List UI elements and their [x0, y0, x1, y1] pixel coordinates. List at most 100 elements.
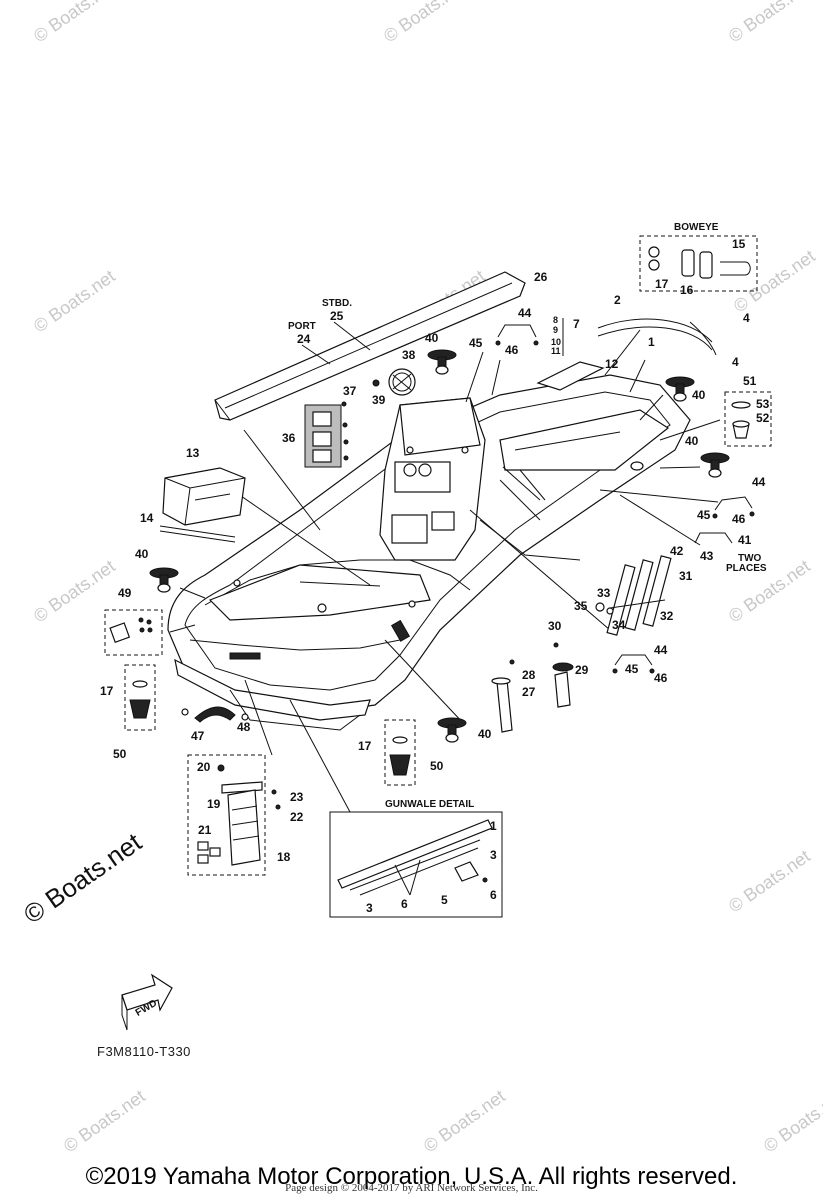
callout: 45 [625, 662, 639, 676]
label-port: PORT [288, 321, 316, 332]
callout: 35 [574, 599, 588, 613]
label-boweye: BOWEYE [674, 222, 719, 233]
callout: 17 [655, 277, 669, 291]
callout: 20 [197, 760, 211, 774]
callout: 45 [697, 508, 711, 522]
callout: 46 [732, 512, 746, 526]
callout: 40 [478, 727, 492, 741]
copyright-text: ©2019 Yamaha Motor Corporation, U.S.A. A… [85, 1163, 738, 1190]
rub-rail [214, 271, 526, 421]
callout: 29 [575, 663, 589, 677]
callout: 6 [401, 897, 408, 911]
callout: 23 [290, 790, 304, 804]
callout: 27 [522, 685, 536, 699]
boat-hull [167, 374, 691, 731]
callout-numbers: 26 25 24 38 37 39 36 40 45 44 46 7 12 2 … [100, 237, 770, 915]
callout: 36 [282, 431, 296, 445]
callout: 33 [597, 586, 611, 600]
trim-strips [597, 318, 717, 356]
label-gunwale-detail: GUNWALE DETAIL [385, 799, 474, 810]
label-two: TWO [738, 553, 762, 564]
forward-arrow [121, 973, 173, 1031]
label-stbd: STBD. [322, 298, 352, 309]
callout: 32 [660, 609, 674, 623]
ladder-detail [187, 754, 281, 876]
callout: 4 [743, 311, 750, 325]
callout: 52 [756, 411, 770, 425]
callout: 46 [654, 671, 668, 685]
callout: 19 [207, 797, 221, 811]
cup-holder-38 [372, 368, 416, 396]
callout: 3 [366, 901, 373, 915]
callout: 40 [692, 388, 706, 402]
callout: 48 [237, 720, 251, 734]
callout: 39 [372, 393, 386, 407]
callout: 50 [113, 747, 127, 761]
callout: 40 [425, 331, 439, 345]
callout: 37 [343, 384, 357, 398]
part-code: F3M8110-T330 [97, 1044, 191, 1059]
callout: 31 [679, 569, 693, 583]
callout: 15 [732, 237, 746, 251]
callout: 24 [297, 332, 311, 346]
callout: 7 [573, 317, 580, 331]
callout: 40 [685, 434, 699, 448]
callout: 16 [680, 283, 694, 297]
callout: 44 [752, 475, 766, 489]
cleats-17-50-left [124, 664, 156, 731]
callout: 4 [732, 355, 739, 369]
cleats-40 [149, 349, 730, 743]
page-design-text: Page design © 2004-2017 by ARI Network S… [285, 1182, 538, 1194]
callout: 12 [605, 357, 619, 371]
callout: 44 [518, 306, 532, 320]
callout: 41 [738, 533, 752, 547]
callout: 44 [654, 643, 668, 657]
callout: 42 [670, 544, 684, 558]
callout: 51 [743, 374, 757, 388]
callout: 47 [191, 729, 205, 743]
rod-holders-27-30 [491, 642, 574, 733]
callout: 25 [330, 309, 344, 323]
callout: 8 [553, 315, 558, 325]
callout: 1 [490, 819, 497, 833]
callout: 53 [756, 397, 770, 411]
callout: 46 [505, 343, 519, 357]
grab-handles [495, 324, 755, 674]
callout: 38 [402, 348, 416, 362]
callout: 22 [290, 810, 304, 824]
callout: 2 [614, 293, 621, 307]
callout: 1 [648, 335, 655, 349]
callout: 11 [551, 346, 561, 356]
callout: 34 [612, 618, 626, 632]
callout: 5 [441, 893, 448, 907]
callout: 28 [522, 668, 536, 682]
callout: 40 [135, 547, 149, 561]
callout: 3 [490, 848, 497, 862]
callout: 30 [548, 619, 562, 633]
callout: 9 [553, 325, 558, 335]
callout: 17 [100, 684, 114, 698]
callout: 18 [277, 850, 291, 864]
callout: 45 [469, 336, 483, 350]
callout: 17 [358, 739, 372, 753]
callout: 10 [551, 337, 561, 347]
plate-12 [536, 361, 605, 391]
rod-holders [595, 555, 672, 636]
cooler-13 [162, 467, 246, 526]
callout: 13 [186, 446, 200, 460]
drain-plug-51 [724, 391, 772, 447]
boweye-detail [639, 235, 758, 292]
grab-rail-41 [694, 532, 733, 544]
callout: 49 [118, 586, 132, 600]
light-49 [104, 609, 163, 656]
callout: 21 [198, 823, 212, 837]
handle-47-48 [181, 706, 249, 723]
cleats-17-50-right [384, 719, 416, 786]
gunwale-detail-box [329, 811, 503, 918]
callout: 14 [140, 511, 154, 525]
callout: 43 [700, 549, 714, 563]
panel-36 [304, 401, 349, 468]
callout: 50 [430, 759, 444, 773]
rods-14 [159, 525, 236, 543]
